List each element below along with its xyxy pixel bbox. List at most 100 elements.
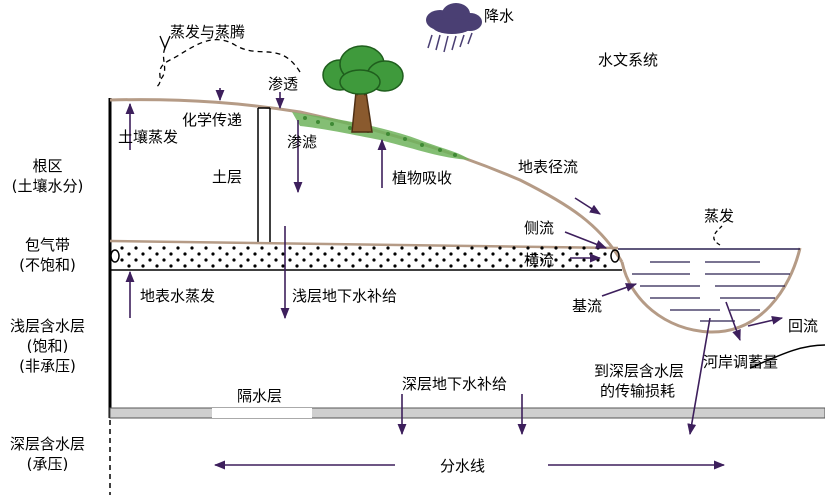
vadose-dot [274, 258, 278, 262]
vadose-dot [470, 246, 474, 250]
vadose-dot [337, 264, 341, 268]
evapotranspiration-path [154, 39, 301, 89]
vadose-dot [428, 258, 432, 262]
shallow-recharge-label: 浅层地下水补给 [292, 287, 398, 305]
vadose-dot [155, 264, 159, 268]
vadose-dot [519, 252, 523, 256]
vadose-dot [477, 264, 481, 268]
vadose-dot [596, 246, 600, 250]
evapotranspiration-branch [159, 47, 166, 81]
vadose-dot [477, 252, 481, 256]
vadose-dot [407, 264, 411, 268]
vadose-dot [239, 252, 243, 256]
vadose-dot [351, 264, 355, 268]
rain-cloud-icon [426, 3, 482, 53]
vadose-dot [470, 258, 474, 262]
vadose-dot [533, 264, 537, 268]
vadose-dot [225, 252, 229, 256]
baseflow-arrow [601, 283, 638, 297]
vadose-dot [526, 246, 530, 250]
vadose-dot [253, 264, 257, 268]
vadose-dot [218, 258, 222, 262]
vadose-dot [127, 252, 131, 256]
vadose-dot [372, 246, 376, 250]
vadose-dot [540, 246, 544, 250]
vadose-dot [148, 246, 152, 250]
vadose-dot [421, 252, 425, 256]
precipitation-label: 降水 [484, 7, 515, 25]
vadose-dot [330, 258, 334, 262]
vadose-dot [169, 252, 173, 256]
vadose-dot [358, 246, 362, 250]
vadose-dot [407, 252, 411, 256]
infiltration-label: 渗透 [268, 75, 299, 93]
vadose-dot [568, 258, 572, 262]
vadose-line2: (不饱和) [19, 256, 76, 274]
vadose-dot [344, 258, 348, 262]
bank-storage-curve [749, 344, 825, 369]
deep-loss-label-line2: 的传输损耗 [600, 382, 676, 400]
vadose-dot [197, 252, 201, 256]
vadose-dot [267, 252, 271, 256]
deep-line2: (承压) [26, 455, 69, 473]
bank-storage-label: 河岸调蓄量 [703, 353, 779, 371]
vadose-dot [120, 246, 124, 250]
vadose-dot [239, 264, 243, 268]
vadose-dot [134, 258, 138, 262]
vadose-dot [582, 246, 586, 250]
vadose-dot [176, 246, 180, 250]
vadose-dot [512, 246, 516, 250]
lateral-flow-label: 横流 [524, 251, 555, 269]
vadose-dot [162, 258, 166, 262]
vadose-dot [379, 252, 383, 256]
vadose-dot [589, 264, 593, 268]
vadose-dot [547, 264, 551, 268]
vadose-dot [253, 252, 257, 256]
vadose-dot [456, 246, 460, 250]
vadose-dot [337, 252, 341, 256]
vadose-dot [288, 258, 292, 262]
vadose-dot [232, 246, 236, 250]
vadose-dot [127, 264, 131, 268]
vadose-dot [512, 258, 516, 262]
vadose-dot [442, 258, 446, 262]
interflow-arrow [564, 231, 608, 249]
aquitard-label: 隔水层 [237, 387, 283, 405]
vadose-dot [246, 246, 250, 250]
vadose-dot [358, 258, 362, 262]
vadose-dot [288, 246, 292, 250]
vadose-dot [435, 264, 439, 268]
vadose-dot [225, 264, 229, 268]
vadose-dot [183, 264, 187, 268]
vadose-line1: 包气带 [24, 236, 70, 254]
vadose-dot [589, 252, 593, 256]
system-title: 水文系统 [598, 51, 659, 69]
vadose-dot [141, 252, 145, 256]
vadose-dot [561, 264, 565, 268]
grass-strip [292, 112, 470, 160]
vadose-dot [456, 258, 460, 262]
vadose-dot [491, 264, 495, 268]
vadose-dot [484, 246, 488, 250]
vadose-dot [393, 264, 397, 268]
evapotranspiration-label: 蒸发与蒸腾 [170, 23, 246, 41]
divide-label: 分水线 [440, 457, 486, 475]
vadose-dot [351, 252, 355, 256]
shallow-line3: (非承压) [19, 357, 76, 375]
vadose-dot [204, 246, 208, 250]
root-zone-line1: 根区 [32, 157, 63, 175]
vadose-dot [155, 252, 159, 256]
vadose-dot [197, 264, 201, 268]
vadose-dot [547, 252, 551, 256]
evaporation-label: 蒸发 [704, 207, 735, 225]
vadose-dot [232, 258, 236, 262]
root-zone-line2: (土壤水分) [11, 177, 84, 195]
vadose-dot [323, 264, 327, 268]
return-flow-arrow [747, 315, 784, 327]
vadose-dot [414, 258, 418, 262]
vadose-dot [414, 246, 418, 250]
vadose-dot [603, 252, 607, 256]
vadose-dot [281, 252, 285, 256]
vadose-dot [449, 252, 453, 256]
vadose-dot [169, 264, 173, 268]
